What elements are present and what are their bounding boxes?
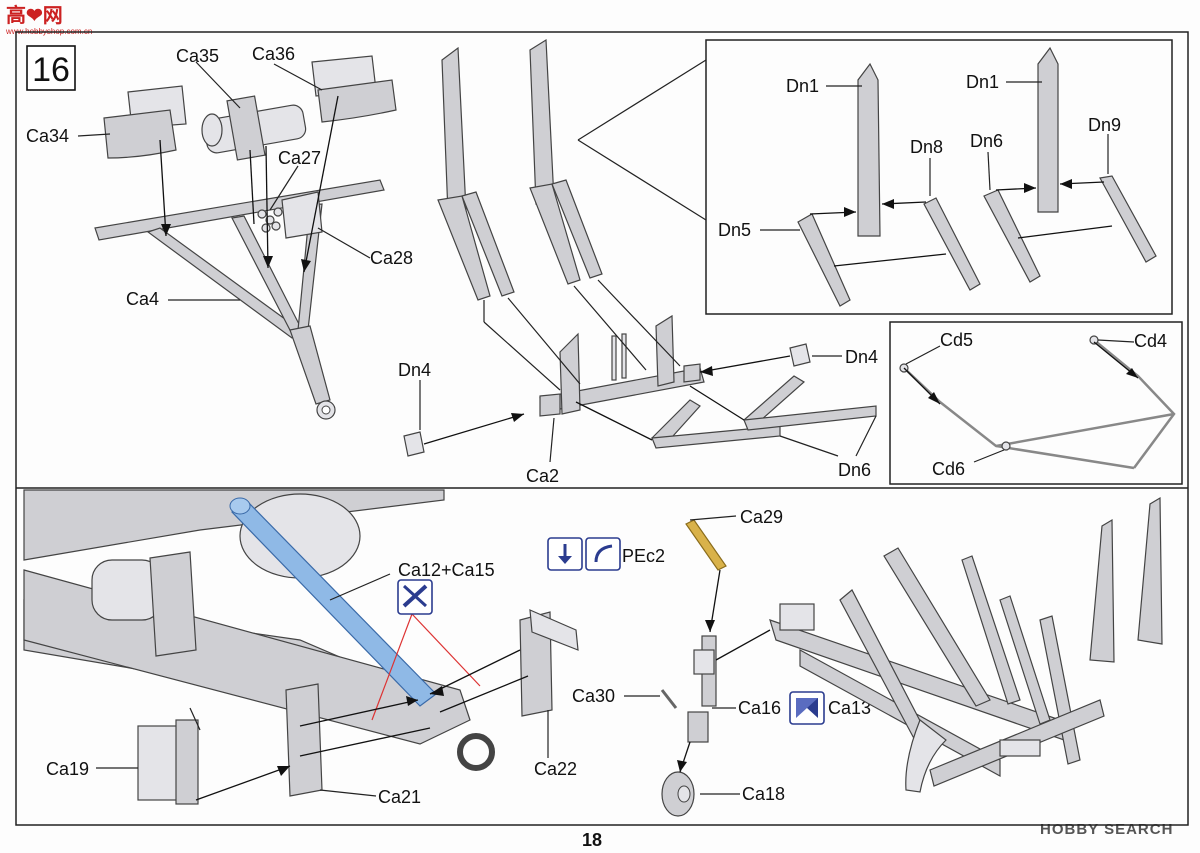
label-ca18: Ca18 [742, 784, 785, 804]
cd-wire-parts [899, 335, 1176, 470]
label-ca36: Ca36 [252, 44, 295, 64]
ca36-cover [311, 55, 397, 123]
label-dn9: Dn9 [1088, 115, 1121, 135]
bottom-left-leaders [96, 573, 549, 801]
label-dn8: Dn8 [910, 137, 943, 157]
scrape-paint-icon [397, 579, 433, 615]
stand-leg-leaders [624, 515, 771, 795]
label-ca30: Ca30 [572, 686, 615, 706]
label-dn6-bottom: Dn6 [838, 460, 871, 480]
label-dn4-right: Dn4 [845, 347, 878, 367]
label-ca21: Ca21 [378, 787, 421, 807]
watermark-bottom: HOBBY SEARCH [1040, 821, 1173, 838]
bend-icon [585, 537, 621, 571]
label-ca22: Ca22 [534, 759, 577, 779]
label-ca29: Ca29 [740, 507, 783, 527]
bottom-left-closeup [23, 489, 579, 805]
ca35-reel [201, 95, 307, 161]
ca34-cover [103, 85, 187, 159]
label-ca19: Ca19 [46, 759, 89, 779]
label-pec2: PEc2 [622, 546, 665, 566]
label-cd5: Cd5 [940, 330, 973, 350]
label-dn1-right: Dn1 [966, 72, 999, 92]
page-number: 18 [582, 830, 602, 848]
label-ca4: Ca4 [126, 289, 159, 309]
inset-dn-detail [705, 39, 1173, 315]
label-ca28: Ca28 [370, 248, 413, 268]
label-dn5: Dn5 [718, 220, 751, 240]
inset-parts [760, 46, 1157, 307]
step-number: 16 [32, 51, 70, 89]
no-glue-icon [789, 691, 825, 725]
inset-pointer [577, 59, 707, 221]
label-dn6-inset: Dn6 [970, 131, 1003, 151]
ca27-bolts [257, 207, 283, 233]
tine-assembly [403, 38, 877, 457]
watermark-top: 高❤网 [6, 3, 63, 27]
glue-icon [547, 537, 583, 571]
inset-cd-wires [889, 321, 1183, 485]
step-number-box [26, 45, 76, 91]
label-ca35: Ca35 [176, 46, 219, 66]
stand-leg-assembly [660, 519, 727, 817]
label-ca2: Ca2 [526, 466, 559, 486]
label-dn1-left: Dn1 [786, 76, 819, 96]
label-ca13: Ca13 [828, 698, 871, 718]
label-ca12-ca15: Ca12+Ca15 [398, 560, 495, 580]
tine-center-leaders [419, 279, 877, 463]
page-frame [15, 31, 1189, 826]
top-left-leaders [77, 61, 371, 301]
label-ca27: Ca27 [278, 148, 321, 168]
label-dn4-left: Dn4 [398, 360, 431, 380]
label-ca16: Ca16 [738, 698, 781, 718]
label-ca34: Ca34 [26, 126, 69, 146]
full-assembly-view [769, 496, 1163, 793]
label-cd4: Cd4 [1134, 331, 1167, 351]
label-cd6: Cd6 [932, 459, 965, 479]
